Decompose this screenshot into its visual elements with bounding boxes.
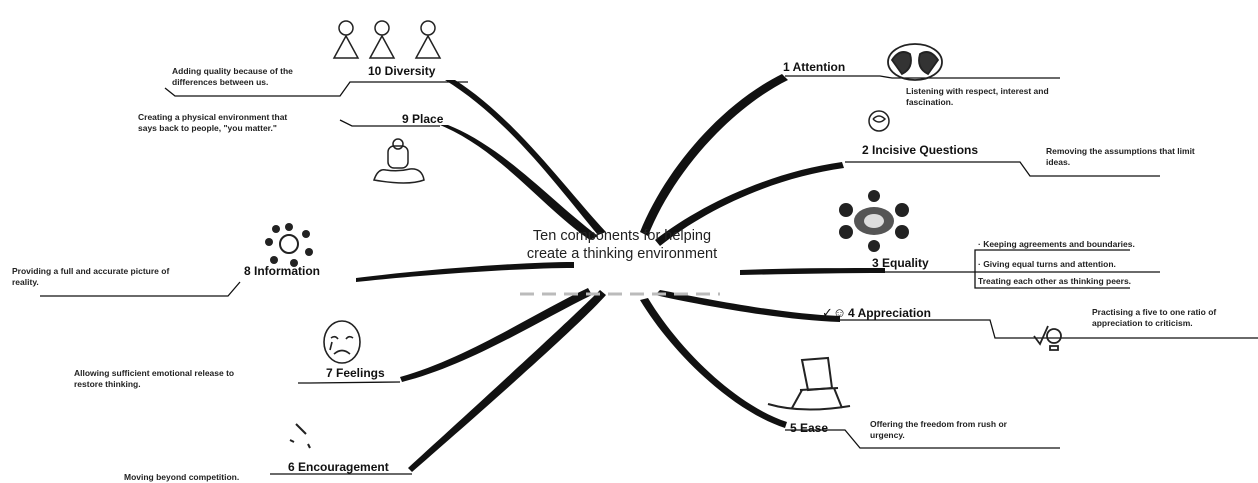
branch-feelings — [400, 288, 592, 382]
branch-information — [356, 262, 574, 282]
checkmark-icon: ✓☺ — [822, 305, 847, 320]
rocking-chair-icon — [762, 356, 856, 421]
branch-desc-equality-3: Treating each other as thinking peers. — [978, 276, 1132, 286]
branch-label-place: 9 Place — [402, 112, 444, 126]
round-table-icon — [832, 190, 916, 257]
branch-attention — [640, 74, 788, 236]
branch-label-incisive: 2 Incisive Questions — [862, 143, 979, 157]
heads-listening-icon — [884, 38, 946, 93]
branch-desc-ease: Offering the freedom from rush or urgenc… — [870, 419, 1007, 440]
underline-appreciation — [840, 319, 1258, 339]
crying-face-icon — [318, 318, 366, 371]
checkmark-smile-icon — [1032, 318, 1064, 357]
branch-desc-feelings: Allowing sufficient emotional release to… — [74, 368, 235, 389]
underline-ease — [785, 429, 1060, 449]
branch-label-information: 8 Information — [244, 264, 321, 278]
underline-equality — [885, 249, 1160, 289]
underline-information — [40, 281, 241, 297]
branch-label-ease: 5 Ease — [790, 421, 829, 435]
center-topic: Ten components for helping create a thin… — [492, 227, 752, 263]
branch-desc-equality-1: · Keeping agreements and boundaries. — [978, 239, 1135, 249]
branch-equality — [740, 268, 885, 275]
branch-encouragement — [408, 290, 606, 472]
center-title-line-2: create a thinking environment — [526, 246, 718, 262]
branch-desc-information: Providing a full and accurate picture of… — [12, 266, 170, 287]
branch-desc-place: Creating a physical environment that say… — [138, 112, 288, 133]
center-title-line-1: Ten components for helping — [532, 228, 712, 244]
branch-desc-equality-2: · Giving equal turns and attention. — [978, 259, 1116, 269]
branch-incisive — [655, 162, 844, 246]
branch-appreciation — [655, 290, 840, 322]
branch-label-equality: 3 Equality — [872, 256, 929, 270]
branch-label-appreciation: 4 Appreciation — [848, 306, 931, 320]
underline-diversity — [164, 81, 468, 97]
branch-label-feelings: 7 Feelings — [326, 366, 385, 380]
branch-label-attention: 1 Attention — [783, 60, 846, 74]
branch-diversity — [445, 80, 606, 235]
diverse-people-icon — [330, 18, 470, 69]
branch-ease — [640, 298, 787, 428]
underline-incisive — [845, 161, 1160, 177]
underline-feelings — [298, 381, 401, 384]
brain-question-icon — [864, 108, 894, 145]
armchair-icon — [368, 136, 430, 195]
branch-desc-encouragement: Moving beyond competition. — [124, 472, 240, 482]
sparkle-icon — [286, 418, 316, 457]
branch-label-diversity: 10 Diversity — [368, 64, 436, 78]
branch-desc-incisive: Removing the assumptions that limit idea… — [1046, 146, 1195, 167]
branch-label-encouragement: 6 Encouragement — [288, 460, 389, 474]
underline-place — [339, 119, 440, 127]
branch-desc-appreciation: Practising a five to one ratio of apprec… — [1092, 307, 1217, 328]
branch-desc-attention: Listening with respect, interest and fas… — [906, 86, 1049, 107]
branch-desc-diversity: Adding quality because of the difference… — [172, 66, 293, 87]
underline-attention — [785, 75, 1060, 79]
people-circle-icon — [264, 222, 314, 273]
branch-place — [440, 125, 598, 240]
